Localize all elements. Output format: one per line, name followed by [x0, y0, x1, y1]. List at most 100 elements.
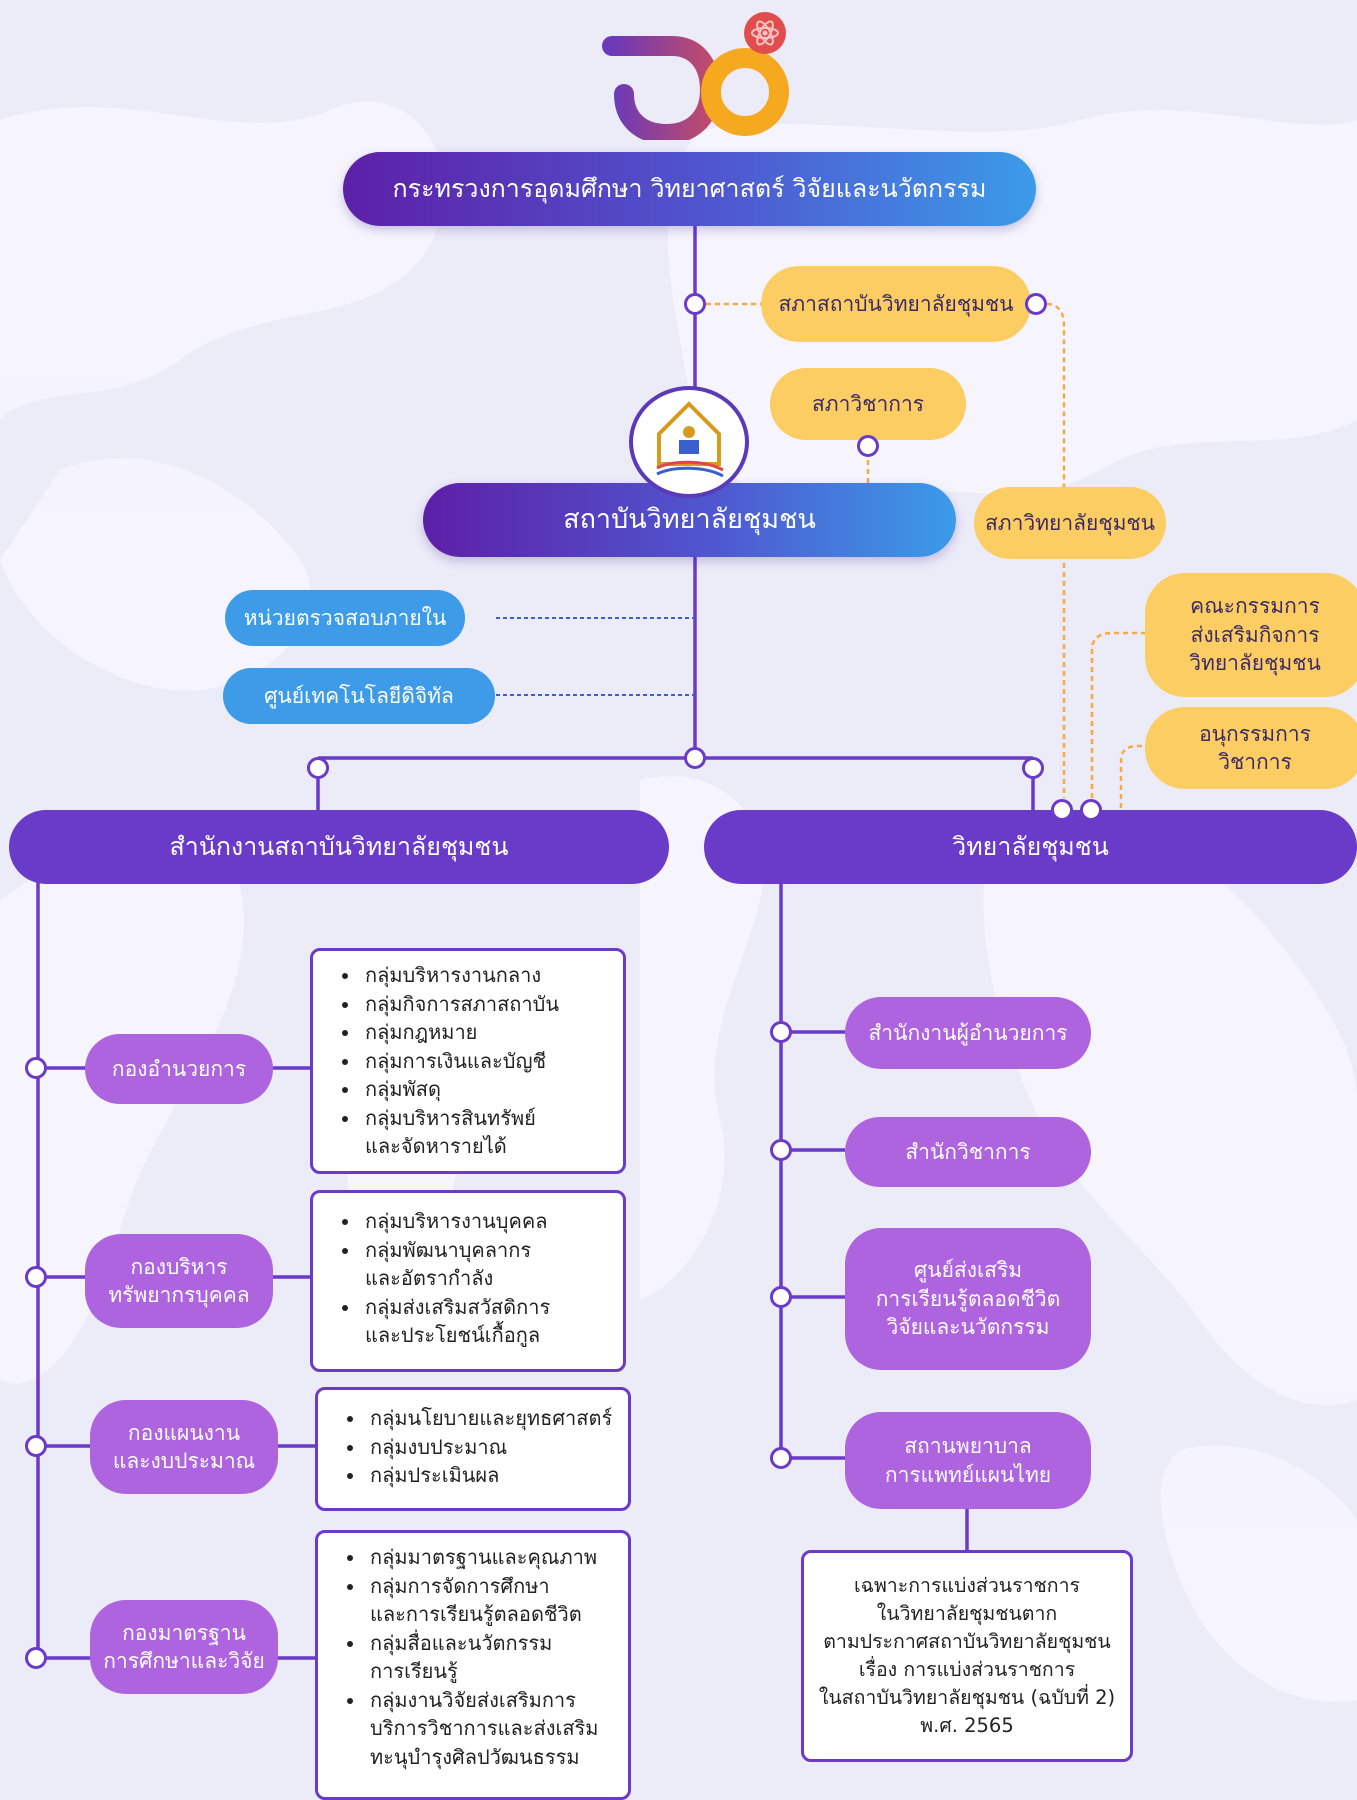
- group-item-line: การเรียนรู้: [370, 1659, 458, 1683]
- connector-node: [770, 1139, 792, 1161]
- group-item: กลุ่มบริหารสินทรัพย์และจัดหารายได้: [361, 1104, 623, 1161]
- college-unit-label: ศูนย์ส่งเสริม: [913, 1258, 1023, 1283]
- division-label-line: และงบประมาณ: [112, 1449, 256, 1473]
- note-line: ตามประกาศสถาบันวิทยาลัยชุมชน: [823, 1630, 1111, 1653]
- college-unit-label: วิจัยและนวัตกรรม: [886, 1315, 1050, 1340]
- internal-audit-unit: หน่วยตรวจสอบภายใน: [225, 590, 465, 646]
- ministry-label: กระทรวงการอุดมศึกษา วิทยาศาสตร์ วิจัยและ…: [392, 174, 987, 204]
- group-item: กลุ่มงานวิจัยส่งเสริมการบริการวิชาการและ…: [366, 1686, 628, 1772]
- atom-icon: [744, 12, 786, 54]
- college-council-label: สภาวิทยาลัยชุมชน: [984, 510, 1156, 535]
- academic-subcommittee-line-2: วิชาการ: [1218, 750, 1292, 774]
- ministry-box: กระทรวงการอุดมศึกษา วิทยาศาสตร์ วิจัยและ…: [343, 152, 1036, 226]
- college-branch-title: วิทยาลัยชุมชน: [952, 832, 1109, 862]
- group-item: กลุ่มนโยบายและยุทธศาสตร์: [366, 1404, 628, 1433]
- division-label-line: การศึกษาและวิจัย: [103, 1649, 265, 1673]
- group-item-line: กลุ่มพัฒนาบุคลากร: [365, 1237, 532, 1262]
- office-branch-header: สำนักงานสถาบันวิทยาลัยชุมชน: [9, 810, 669, 884]
- division-label-line: ทรัพยากรบุคคล: [108, 1283, 250, 1307]
- connector-node: [857, 435, 879, 457]
- group-item: กลุ่มการเงินและบัญชี: [361, 1047, 623, 1076]
- note-line: ในวิทยาลัยชุมชนตาก: [876, 1602, 1058, 1625]
- promotion-committee-line-3: วิทยาลัยชุมชน: [1189, 651, 1321, 676]
- promotion-committee-line-1: คณะกรรมการ: [1190, 594, 1320, 619]
- institute-logo-with-atom-icon: [602, 36, 789, 145]
- group-item-line: กลุ่มส่งเสริมสวัสดิการ: [365, 1294, 551, 1319]
- college-unit-label: สำนักงานผู้อำนวยการ: [868, 1020, 1068, 1045]
- group-item: กลุ่มงบประมาณ: [366, 1433, 628, 1462]
- group-item-line: บริการวิชาการและส่งเสริม: [370, 1716, 599, 1740]
- promotion-committee-line-2: ส่งเสริมกิจการ: [1190, 622, 1320, 647]
- group-item-line: และประโยชน์เกื้อกูล: [365, 1323, 541, 1347]
- division-label-line: กองมาตรฐาน: [122, 1620, 246, 1645]
- academic-council-box: สภาวิชาการ: [770, 368, 966, 440]
- group-item-line: และจัดหารายได้: [365, 1134, 507, 1158]
- connector-node: [25, 1057, 47, 1079]
- digital-center-unit: ศูนย์เทคโนโลยีดิจิทัล: [223, 668, 495, 724]
- group-item: กลุ่มกิจการสภาสถาบัน: [361, 990, 623, 1019]
- group-item: กลุ่มบริหารงานกลาง: [361, 961, 623, 990]
- connector-node: [1080, 799, 1102, 821]
- connector-node: [1022, 757, 1044, 779]
- connector-node: [770, 1286, 792, 1308]
- group-item-line: และอัตรากำลัง: [365, 1266, 494, 1290]
- college-unit-academic-office: สำนักวิชาการ: [845, 1117, 1091, 1187]
- connector-node: [25, 1266, 47, 1288]
- connector-node: [1051, 799, 1073, 821]
- education-standards-groups-box: กลุ่มมาตรฐานและคุณภาพ กลุ่มการจัดการศึกษ…: [315, 1530, 631, 1800]
- group-item-line: กลุ่มบริหารสินทรัพย์: [365, 1105, 536, 1130]
- academic-council-label: สภาวิชาการ: [811, 391, 925, 416]
- group-item-line: และการเรียนรู้ตลอดชีวิต: [370, 1602, 582, 1626]
- connector-node: [25, 1647, 47, 1669]
- connector-node: [684, 293, 706, 315]
- academic-subcommittee-line-1: อนุกรรมการ: [1199, 721, 1311, 746]
- division-administration: กองอำนวยการ: [85, 1034, 273, 1104]
- college-unit-label: การแพทย์แผนไทย: [884, 1462, 1052, 1487]
- division-human-resources: กองบริหาร ทรัพยากรบุคคล: [85, 1234, 273, 1328]
- connector-node: [25, 1435, 47, 1457]
- institute-council-label: สภาสถาบันวิทยาลัยชุมชน: [778, 291, 1014, 316]
- office-branch-title: สำนักงานสถาบันวิทยาลัยชุมชน: [169, 832, 509, 862]
- institute-council-box: สภาสถาบันวิทยาลัยชุมชน: [761, 266, 1031, 342]
- human-resources-groups-box: กลุ่มบริหารงานบุคคล กลุ่มพัฒนาบุคลากรและ…: [310, 1190, 626, 1372]
- college-unit-label: สำนักวิชาการ: [905, 1139, 1031, 1164]
- division-planning-budget: กองแผนงาน และงบประมาณ: [90, 1400, 278, 1494]
- planning-budget-groups-box: กลุ่มนโยบายและยุทธศาสตร์ กลุ่มงบประมาณ ก…: [315, 1387, 631, 1511]
- internal-audit-label: หน่วยตรวจสอบภายใน: [243, 605, 447, 630]
- promotion-committee-box: คณะกรรมการ ส่งเสริมกิจการ วิทยาลัยชุมชน: [1145, 573, 1357, 697]
- administration-groups-box: กลุ่มบริหารงานกลาง กลุ่มกิจการสภาสถาบัน …: [310, 948, 626, 1174]
- connector-node: [307, 757, 329, 779]
- group-item: กลุ่มประเมินผล: [366, 1461, 628, 1490]
- group-item-line: ทะนุบำรุงศิลปวัฒนธรรม: [370, 1744, 580, 1769]
- group-item: กลุ่มการจัดการศึกษาและการเรียนรู้ตลอดชีว…: [366, 1572, 628, 1629]
- group-item-line: กลุ่มงานวิจัยส่งเสริมการ: [370, 1687, 576, 1712]
- division-label-line: กองแผนงาน: [127, 1420, 241, 1445]
- group-item: กลุ่มส่งเสริมสวัสดิการและประโยชน์เกื้อกู…: [361, 1293, 623, 1350]
- institute-label: สถาบันวิทยาลัยชุมชน: [563, 503, 816, 535]
- division-label-line: กองอำนวยการ: [111, 1056, 247, 1081]
- group-item: กลุ่มบริหารงานบุคคล: [361, 1207, 623, 1236]
- college-note-box: เฉพาะการแบ่งส่วนราชการ ในวิทยาลัยชุมชนตา…: [801, 1550, 1133, 1762]
- digital-center-label: ศูนย์เทคโนโลยีดิจิทัล: [264, 683, 454, 708]
- connector-node: [1025, 293, 1047, 315]
- group-item: กลุ่มพัสดุ: [361, 1075, 623, 1104]
- connector-node: [684, 747, 706, 769]
- division-education-standards: กองมาตรฐาน การศึกษาและวิจัย: [90, 1600, 278, 1694]
- college-branch-header: วิทยาลัยชุมชน: [704, 810, 1357, 884]
- connector-node: [770, 1021, 792, 1043]
- college-unit-thai-medicine-clinic: สถานพยาบาล การแพทย์แผนไทย: [845, 1412, 1091, 1509]
- institute-seal-icon: [656, 401, 724, 478]
- group-item: กลุ่มมาตรฐานและคุณภาพ: [366, 1543, 628, 1572]
- group-item-line: กลุ่มสื่อและนวัตกรรม: [370, 1630, 553, 1655]
- institute-seal: [629, 386, 749, 498]
- note-line: เรื่อง การแบ่งส่วนราชการ: [858, 1658, 1076, 1681]
- college-unit-learning-center: ศูนย์ส่งเสริม การเรียนรู้ตลอดชีวิต วิจัย…: [845, 1228, 1091, 1370]
- college-unit-director-office: สำนักงานผู้อำนวยการ: [845, 997, 1091, 1069]
- academic-subcommittee-box: อนุกรรมการ วิชาการ: [1145, 707, 1357, 789]
- note-line: เฉพาะการแบ่งส่วนราชการ: [854, 1574, 1080, 1597]
- group-item: กลุ่มกฎหมาย: [361, 1018, 623, 1047]
- college-council-box: สภาวิทยาลัยชุมชน: [974, 487, 1166, 559]
- division-label-line: กองบริหาร: [130, 1254, 228, 1279]
